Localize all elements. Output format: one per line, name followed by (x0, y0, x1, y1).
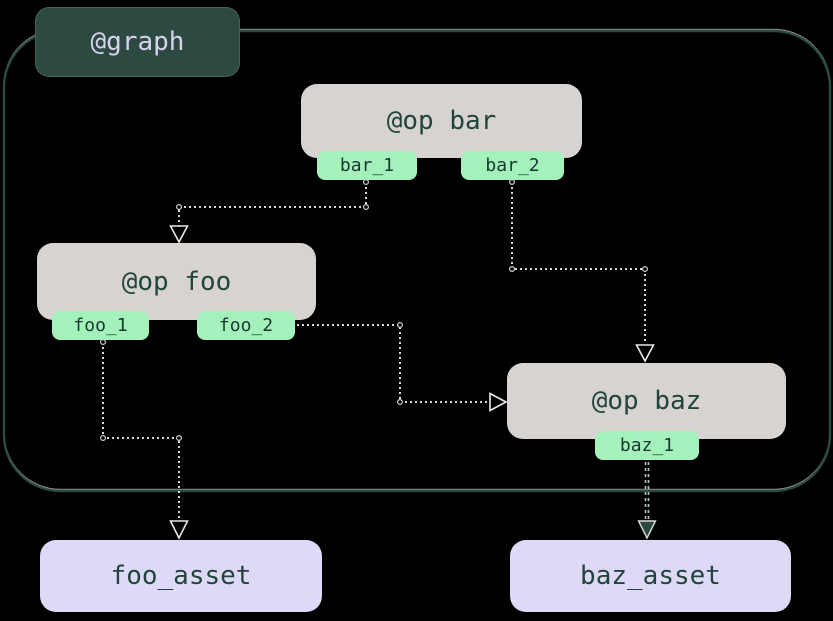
output-tag-label: bar_2 (485, 155, 540, 176)
op-label: @op foo (121, 266, 232, 297)
op-label: @op baz (591, 386, 702, 416)
graph-container-outline (2, 29, 832, 493)
op-node-foo[interactable]: @op foo (37, 243, 316, 320)
arrowhead-into-baz-asset (637, 520, 657, 540)
arrowhead-into-baz-top (635, 344, 655, 363)
edge-joint (99, 339, 106, 346)
asset-label: baz_asset (580, 561, 721, 591)
graph-label-text: @graph (90, 27, 185, 57)
arrowhead-into-foo (169, 225, 189, 244)
op-label: @op bar (386, 106, 497, 136)
edge-bar1-to-foo (178, 182, 367, 226)
arrowhead-into-baz-side (489, 392, 508, 412)
output-tag-label: baz_1 (619, 435, 675, 456)
asset-node-foo-asset[interactable]: foo_asset (40, 540, 322, 612)
output-tag-foo-1[interactable]: foo_1 (52, 311, 149, 340)
edge-joint (397, 322, 404, 329)
output-tag-foo-2[interactable]: foo_2 (197, 311, 295, 340)
asset-node-baz-asset[interactable]: baz_asset (510, 540, 791, 612)
output-tag-bar-1[interactable]: bar_1 (317, 151, 417, 180)
output-tag-label: foo_1 (73, 315, 128, 336)
output-tag-label: bar_1 (339, 155, 395, 176)
edge-bar2-to-baz (511, 182, 646, 344)
edge-joint (176, 204, 183, 211)
edge-joint (363, 204, 370, 211)
graph-label[interactable]: @graph (35, 7, 240, 77)
op-node-baz[interactable]: @op baz (507, 363, 786, 439)
edge-joint (509, 179, 516, 186)
arrowhead-into-foo-asset (169, 520, 189, 540)
edge-joint (397, 399, 404, 406)
edge-foo2-to-baz (297, 324, 489, 403)
asset-label: foo_asset (110, 561, 252, 591)
output-tag-baz-1[interactable]: baz_1 (595, 431, 699, 460)
edge-joint (363, 179, 370, 186)
output-tag-bar-2[interactable]: bar_2 (461, 151, 564, 180)
edge-joint (176, 435, 183, 442)
edge-foo1-to-foo-asset (102, 342, 180, 521)
op-node-bar[interactable]: @op bar (301, 84, 582, 158)
output-tag-label: foo_2 (218, 315, 274, 336)
edge-joint (509, 266, 516, 273)
edge-joint (641, 266, 648, 273)
edge-joint (99, 435, 106, 442)
